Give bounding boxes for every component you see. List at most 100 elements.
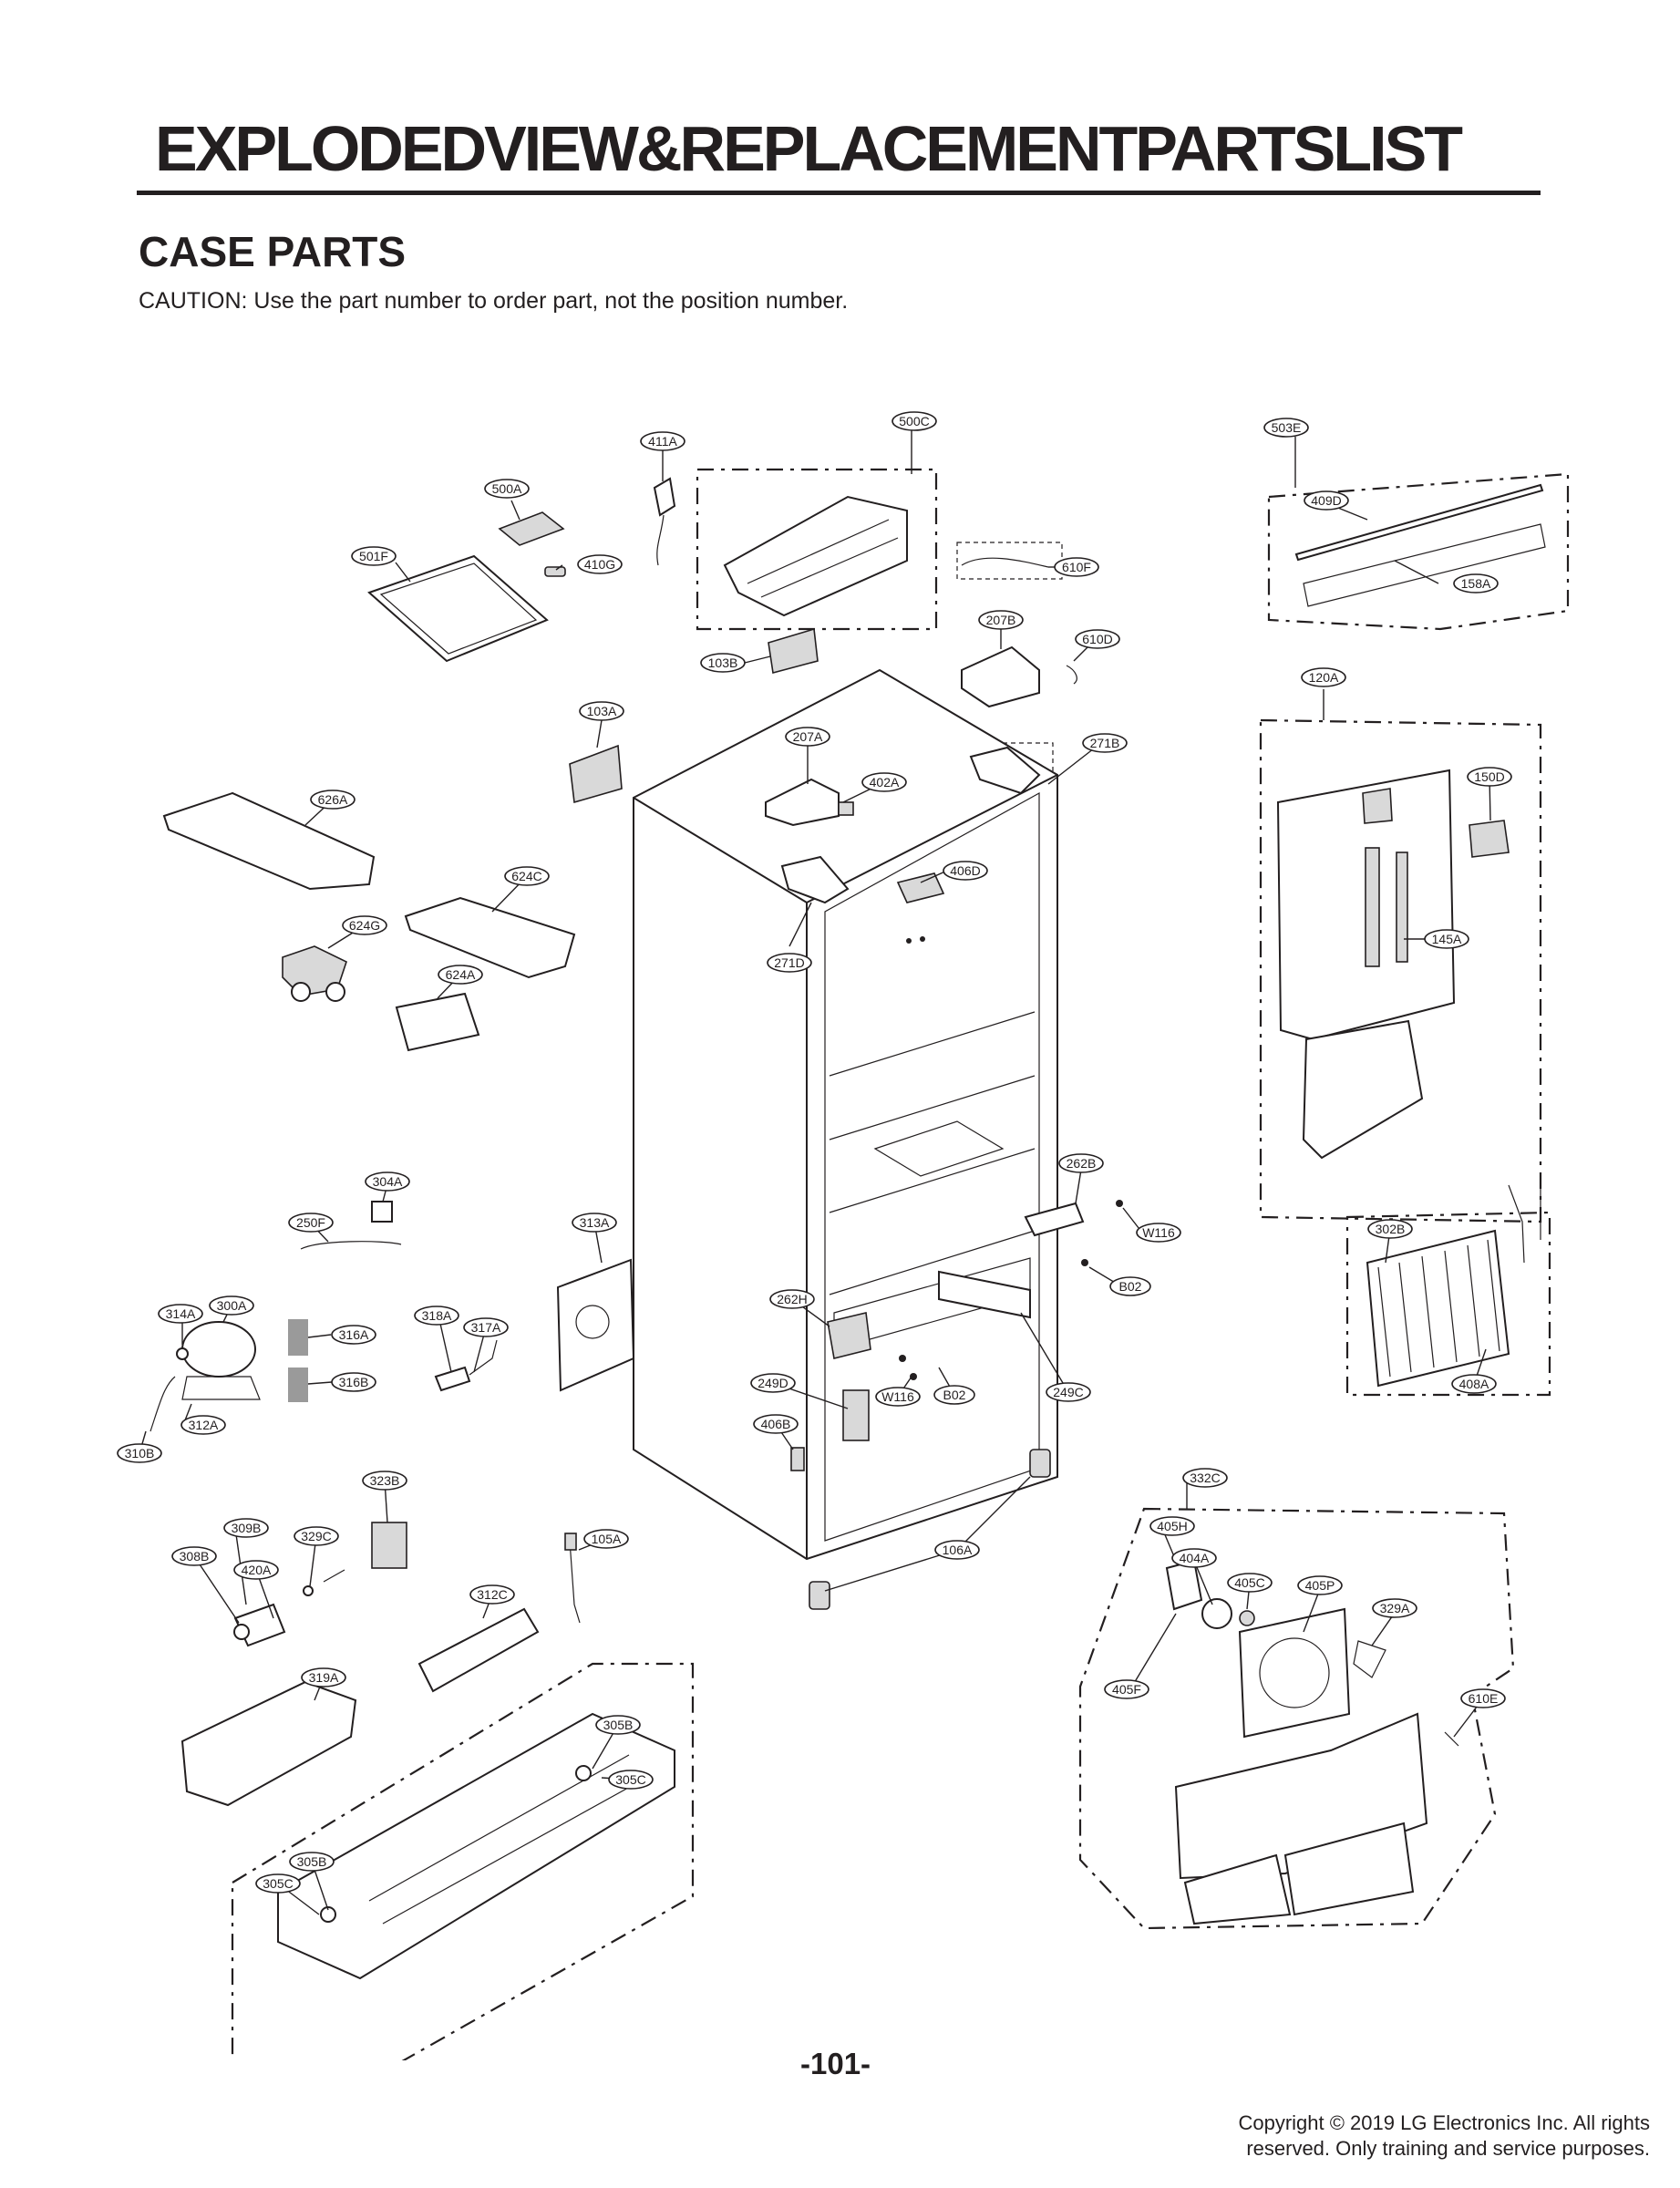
svg-text:305C: 305C (263, 1876, 293, 1891)
callout-405C: 405C (1227, 1573, 1273, 1593)
svg-text:402A: 402A (870, 775, 900, 790)
callout-305B-upper: 305B (595, 1715, 641, 1735)
callout-120A: 120A (1301, 667, 1346, 687)
svg-text:610D: 610D (1082, 632, 1112, 646)
callout-411A: 411A (640, 431, 685, 451)
section-title: CASE PARTS (139, 228, 407, 275)
svg-text:405F: 405F (1112, 1682, 1141, 1697)
svg-text:405H: 405H (1157, 1519, 1187, 1533)
svg-text:262H: 262H (777, 1292, 807, 1306)
callout-402A: 402A (861, 772, 907, 792)
svg-text:308B: 308B (180, 1549, 210, 1564)
svg-text:503E: 503E (1272, 420, 1302, 435)
svg-text:150D: 150D (1474, 769, 1504, 784)
callout-420A: 420A (233, 1560, 279, 1580)
svg-text:317A: 317A (471, 1320, 501, 1335)
callout-404A: 404A (1171, 1548, 1217, 1568)
svg-text:319A: 319A (309, 1670, 339, 1685)
copyright-notice: Copyright © 2019 LG Electronics Inc. All… (1176, 2111, 1650, 2162)
svg-text:262B: 262B (1067, 1156, 1097, 1171)
svg-text:610F: 610F (1062, 560, 1091, 574)
callout-329C: 329C (294, 1526, 339, 1546)
svg-text:145A: 145A (1432, 932, 1462, 946)
callout-312A: 312A (180, 1415, 226, 1435)
callout-300A: 300A (209, 1295, 254, 1316)
callout-503E: 503E (1263, 418, 1309, 438)
page-title: EXPLODEDVIEW&REPLACEMENTPARTSLIST (155, 113, 1463, 184)
svg-text:302B: 302B (1376, 1222, 1406, 1236)
svg-text:329A: 329A (1380, 1601, 1410, 1615)
caution-note: CAUTION: Use the part number to order pa… (139, 288, 849, 314)
callout-317A: 317A (463, 1317, 509, 1337)
svg-text:309B: 309B (232, 1521, 262, 1535)
callout-309B: 309B (223, 1518, 269, 1538)
svg-text:W116: W116 (881, 1389, 914, 1404)
callout-305C-upper: 305C (608, 1770, 654, 1790)
callout-150D: 150D (1467, 767, 1512, 787)
callout-501F: 501F (351, 546, 397, 566)
callout-313A: 313A (572, 1213, 617, 1233)
callout-304A: 304A (365, 1171, 410, 1192)
callout-405P: 405P (1297, 1575, 1343, 1595)
svg-text:103A: 103A (587, 704, 617, 718)
svg-text:411A: 411A (648, 434, 677, 449)
svg-text:626A: 626A (318, 792, 348, 807)
svg-text:310B: 310B (125, 1446, 155, 1460)
callout-323B: 323B (362, 1471, 407, 1491)
callout-310B: 310B (117, 1443, 162, 1463)
svg-text:406B: 406B (761, 1417, 791, 1431)
svg-text:B02: B02 (943, 1388, 966, 1402)
callout-626A: 626A (310, 790, 356, 810)
callout-408A: 408A (1451, 1374, 1497, 1394)
svg-text:624C: 624C (511, 869, 541, 883)
callout-B02-lower: B02 (933, 1385, 975, 1405)
svg-text:250F: 250F (296, 1215, 325, 1230)
svg-text:410G: 410G (584, 557, 615, 572)
svg-text:408A: 408A (1459, 1377, 1489, 1391)
svg-text:305C: 305C (615, 1772, 645, 1787)
svg-text:332C: 332C (1190, 1471, 1220, 1485)
callout-105A: 105A (583, 1529, 629, 1549)
svg-text:624G: 624G (349, 918, 380, 933)
callout-305B-lower: 305B (289, 1852, 335, 1872)
svg-text:106A: 106A (943, 1543, 973, 1557)
callout-610F: 610F (1054, 557, 1099, 577)
svg-text:313A: 313A (580, 1215, 610, 1230)
callout-302B: 302B (1367, 1219, 1413, 1239)
callout-329A: 329A (1372, 1598, 1417, 1618)
svg-text:249C: 249C (1053, 1385, 1083, 1399)
callout-624G: 624G (342, 915, 387, 935)
svg-text:624A: 624A (446, 967, 476, 982)
svg-text:120A: 120A (1309, 670, 1339, 685)
callout-W116-upper: W116 (1136, 1223, 1181, 1243)
callout-316A: 316A (331, 1325, 376, 1345)
title-rule (137, 191, 1541, 195)
callout-250F: 250F (288, 1213, 334, 1233)
callout-207B: 207B (978, 610, 1024, 630)
callout-312C: 312C (469, 1584, 515, 1605)
svg-text:158A: 158A (1461, 576, 1491, 591)
svg-text:312C: 312C (477, 1587, 507, 1602)
svg-text:271B: 271B (1090, 736, 1120, 750)
svg-text:610E: 610E (1469, 1691, 1499, 1706)
copyright-line-2: reserved. Only training and service purp… (1246, 2137, 1650, 2160)
callout-B02-upper: B02 (1109, 1276, 1151, 1296)
svg-text:305B: 305B (603, 1718, 634, 1732)
callout-271D: 271D (767, 953, 812, 973)
callout-500A: 500A (484, 479, 530, 499)
svg-text:404A: 404A (1180, 1551, 1210, 1565)
callout-158A: 158A (1453, 573, 1499, 593)
callout-406B: 406B (753, 1414, 799, 1434)
callout-262H: 262H (769, 1289, 815, 1309)
callout-500C: 500C (892, 411, 937, 431)
callout-103A: 103A (579, 701, 624, 721)
svg-text:500A: 500A (492, 481, 522, 496)
callout-145A: 145A (1424, 929, 1469, 949)
callout-410G: 410G (577, 554, 623, 574)
svg-text:271D: 271D (774, 955, 804, 970)
svg-text:409D: 409D (1311, 493, 1341, 508)
page-number: -101- (800, 2047, 871, 2080)
callout-406D: 406D (943, 861, 988, 881)
svg-text:405C: 405C (1234, 1575, 1264, 1590)
part-shapes (149, 477, 1546, 1980)
